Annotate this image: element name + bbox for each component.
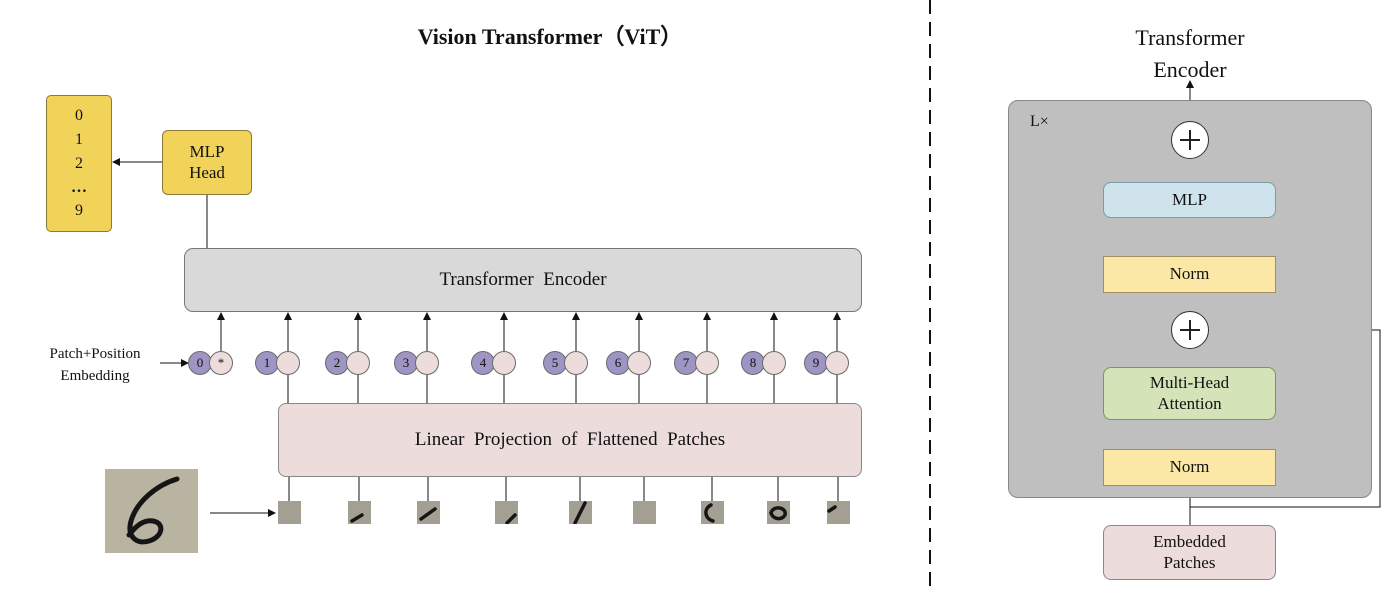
mlp-head-label-line1: MLP (189, 142, 225, 162)
image-patch (495, 501, 518, 524)
image-patch (767, 501, 790, 524)
class-label: 1 (75, 131, 83, 149)
position-embedding-circle: 8 (741, 351, 765, 375)
linear-projection-label: Linear Projection of Flattened Patches (414, 428, 726, 450)
position-embedding-circle: 1 (255, 351, 279, 375)
embedding-label-line1: Patch+Position (49, 346, 141, 362)
position-embedding-circle: 4 (471, 351, 495, 375)
norm-label-top: Norm (1169, 264, 1210, 284)
handwritten-digit-6-icon (126, 476, 180, 545)
class-label: 9 (75, 202, 83, 220)
input-image (105, 469, 198, 553)
transformer-encoder-label: Transformer Encoder (439, 268, 607, 290)
patch-embedding-circle (492, 351, 516, 375)
image-patch (569, 501, 592, 524)
patch-embedding-circle (762, 351, 786, 375)
image-patch (348, 501, 371, 524)
embedded-patches-line2: Patches (1163, 552, 1216, 572)
encoder-title-line2: Encoder (1153, 57, 1227, 82)
position-embedding-circle: 2 (325, 351, 349, 375)
mlp-box: MLP (1103, 182, 1276, 218)
embedding-label-line2: Embedding (60, 368, 130, 384)
class-label: 2 (75, 154, 83, 172)
class-token-circle: * (209, 351, 233, 375)
class-label: 0 (75, 107, 83, 125)
patch-embedding-circle (564, 351, 588, 375)
image-patch (278, 501, 301, 524)
residual-add-icon (1171, 311, 1209, 349)
encoder-block-panel (1008, 100, 1372, 498)
image-patch (417, 501, 440, 524)
norm-label-bottom: Norm (1169, 457, 1210, 477)
encoder-title-line1: Transformer (1135, 25, 1245, 50)
mlp-label: MLP (1172, 189, 1207, 209)
transformer-encoder-box: Transformer Encoder (184, 248, 862, 312)
linear-projection-box: Linear Projection of Flattened Patches (278, 403, 862, 477)
vit-title: Vision Transformer（ViT） (417, 24, 683, 49)
multi-head-attention-box: Multi-Head Attention (1103, 367, 1276, 420)
output-class-box: 0 1 2 … 9 (46, 95, 112, 232)
attention-label-line1: Multi-Head (1149, 373, 1230, 393)
norm-box-top: Norm (1103, 256, 1276, 293)
image-patch (633, 501, 656, 524)
patch-embedding-circle (695, 351, 719, 375)
norm-box-bottom: Norm (1103, 449, 1276, 486)
residual-add-icon (1171, 121, 1209, 159)
mlp-head-box: MLP Head (162, 130, 252, 195)
patch-embedding-circle (276, 351, 300, 375)
patch-embedding-circle (627, 351, 651, 375)
repeat-label: L× (1030, 113, 1049, 130)
embedding-label: Patch+Position Embedding (20, 343, 170, 387)
image-patch (827, 501, 850, 524)
embedded-patches-box: Embedded Patches (1103, 525, 1276, 580)
mlp-head-label-line2: Head (189, 162, 225, 182)
encoder-title: Transformer Encoder (1090, 22, 1290, 86)
position-embedding-circle: 9 (804, 351, 828, 375)
token-connectors (217, 312, 841, 501)
patch-embedding-circle (346, 351, 370, 375)
attention-label-line2: Attention (1157, 393, 1222, 413)
image-patch (701, 501, 724, 524)
patch-embedding-circle (415, 351, 439, 375)
patch-embedding-circle (825, 351, 849, 375)
position-embedding-circle: 6 (606, 351, 630, 375)
class-ellipsis: … (71, 178, 87, 196)
embedded-patches-line1: Embedded (1153, 532, 1226, 552)
